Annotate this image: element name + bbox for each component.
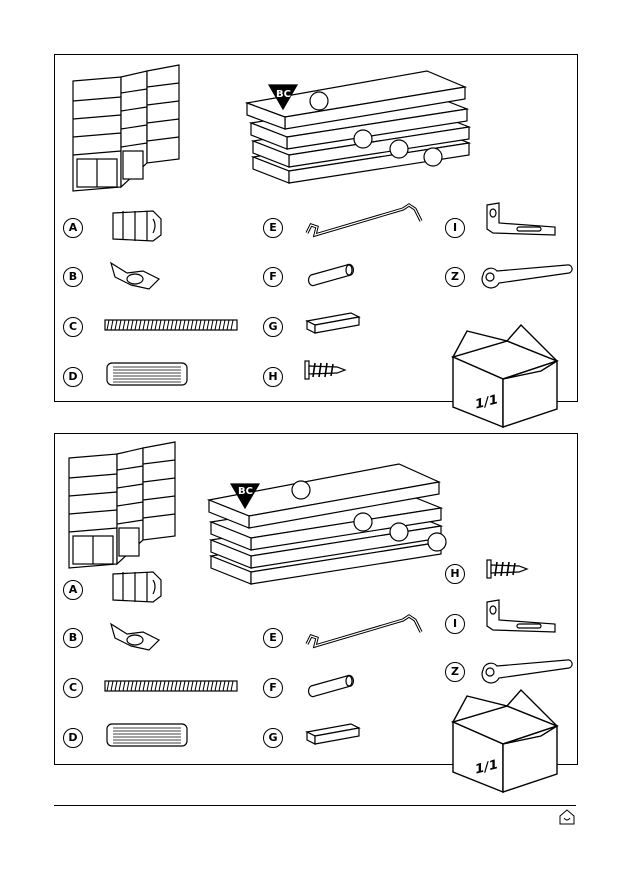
label-i: I	[445, 614, 465, 634]
angle-bracket-icon	[483, 598, 559, 642]
board-stack-illustration	[243, 59, 473, 199]
label-g: G	[263, 317, 283, 337]
cardboard-box-icon	[445, 688, 563, 792]
label-c: C	[63, 678, 83, 698]
brand-logo-icon	[559, 809, 575, 825]
label-h: H	[445, 564, 465, 584]
parts-panel-bottom: BC A B C D	[54, 433, 578, 765]
label-c: C	[63, 317, 83, 337]
wrench-icon	[479, 263, 575, 291]
pin-icon	[307, 674, 357, 696]
wood-block-icon	[305, 309, 363, 333]
wrench-icon	[479, 658, 575, 686]
wood-block-icon	[305, 720, 363, 744]
wing-nut-icon	[105, 620, 165, 656]
connector-nut-icon	[109, 568, 165, 604]
parts-panel-top: BC A B C D	[54, 54, 578, 402]
label-g: G	[263, 728, 283, 748]
wooden-dowel-icon	[105, 722, 191, 748]
bookshelf-illustration	[67, 59, 187, 191]
label-b: B	[63, 628, 83, 648]
label-e: E	[263, 628, 283, 648]
wing-nut-icon	[105, 259, 165, 295]
label-b: B	[63, 267, 83, 287]
board-stack-illustration	[205, 454, 445, 594]
label-i: I	[445, 218, 465, 238]
screw-icon	[303, 359, 347, 381]
label-a: A	[63, 218, 83, 238]
label-a: A	[63, 580, 83, 600]
bc-badge-label: BC	[238, 486, 253, 497]
hook-rod-icon	[305, 612, 429, 652]
label-h: H	[263, 367, 283, 387]
threaded-rod-icon	[105, 317, 239, 333]
hook-rod-icon	[305, 201, 429, 241]
label-e: E	[263, 218, 283, 238]
bookshelf-illustration	[63, 436, 183, 568]
angle-bracket-icon	[483, 201, 559, 245]
label-f: F	[263, 267, 283, 287]
cardboard-box-icon	[445, 323, 563, 427]
label-d: D	[63, 728, 83, 748]
label-d: D	[63, 367, 83, 387]
label-f: F	[263, 678, 283, 698]
bc-badge-label: BC	[276, 89, 291, 100]
screw-icon	[485, 558, 529, 580]
label-z: Z	[445, 662, 465, 682]
wooden-dowel-icon	[105, 361, 191, 387]
threaded-rod-icon	[105, 678, 239, 694]
pin-icon	[307, 263, 357, 285]
connector-nut-icon	[109, 207, 165, 243]
label-z: Z	[445, 267, 465, 287]
footer-divider	[54, 805, 576, 806]
